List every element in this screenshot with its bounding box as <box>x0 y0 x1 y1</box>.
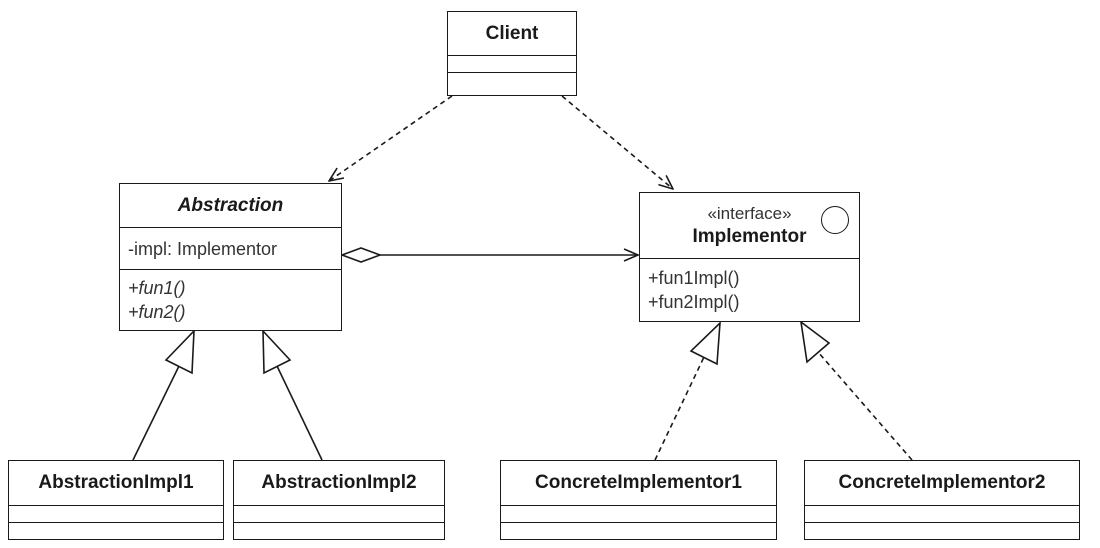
class-abstraction-impl2[interactable]: AbstractionImpl2 <box>233 460 445 540</box>
operation-fun2impl: +fun2Impl() <box>648 292 740 312</box>
realization-triangle <box>799 320 831 364</box>
attribute-impl: -impl: Implementor <box>128 238 278 259</box>
interface-circle-icon <box>821 206 849 234</box>
generalization-impl2-abstraction <box>262 328 323 461</box>
realization-concrete1-implementor <box>654 320 721 461</box>
class-concrete-implementor2-attributes <box>805 506 1079 523</box>
class-concrete-implementor1-attributes <box>501 506 776 523</box>
generalization-triangle <box>262 328 292 375</box>
class-abstraction-name: Abstraction <box>120 184 341 228</box>
class-concrete-implementor2[interactable]: ConcreteImplementor2 <box>804 460 1080 540</box>
class-concrete-implementor1-operations <box>501 523 776 539</box>
generalization-triangle <box>164 328 195 375</box>
class-client[interactable]: Client <box>447 11 577 96</box>
class-abstraction-operations: +fun1() +fun2() <box>120 270 341 330</box>
class-abstraction-impl1[interactable]: AbstractionImpl1 <box>8 460 224 540</box>
class-concrete-implementor2-operations <box>805 523 1079 539</box>
aggregation-diamond <box>339 247 383 263</box>
class-concrete-implementor1[interactable]: ConcreteImplementor1 <box>500 460 777 540</box>
class-abstraction[interactable]: Abstraction -impl: Implementor +fun1() +… <box>119 183 342 331</box>
interface-implementor-operations: +fun1Impl() +fun2Impl() <box>640 259 859 321</box>
class-abstraction-impl1-operations <box>9 523 223 539</box>
class-abstraction-impl2-operations <box>234 523 444 539</box>
class-abstraction-impl2-attributes <box>234 506 444 523</box>
dependency-client-abstraction <box>329 95 453 181</box>
class-abstraction-impl2-name: AbstractionImpl2 <box>234 461 444 506</box>
class-client-operations <box>448 73 576 95</box>
class-abstraction-attributes: -impl: Implementor <box>120 228 341 270</box>
class-client-attributes <box>448 56 576 73</box>
realization-concrete2-implementor <box>799 320 913 461</box>
operation-fun1impl: +fun1Impl() <box>648 268 740 288</box>
realization-triangle <box>689 320 721 366</box>
interface-stereotype: «interface» <box>707 203 792 223</box>
operation-fun2: +fun2() <box>128 302 186 322</box>
class-concrete-implementor1-name: ConcreteImplementor1 <box>501 461 776 506</box>
generalization-impl1-abstraction <box>132 328 195 461</box>
class-client-name: Client <box>448 12 576 56</box>
interface-implementor-header: «interface» Implementor <box>640 193 859 259</box>
class-abstraction-impl1-attributes <box>9 506 223 523</box>
class-abstraction-impl1-name: AbstractionImpl1 <box>9 461 223 506</box>
operation-fun1: +fun1() <box>128 278 186 298</box>
interface-implementor[interactable]: «interface» Implementor +fun1Impl() +fun… <box>639 192 860 322</box>
aggregation-abstraction-implementor <box>339 247 638 263</box>
class-concrete-implementor2-name: ConcreteImplementor2 <box>805 461 1079 506</box>
dependency-client-implementor <box>561 95 673 189</box>
interface-implementor-name: Implementor <box>692 225 807 247</box>
